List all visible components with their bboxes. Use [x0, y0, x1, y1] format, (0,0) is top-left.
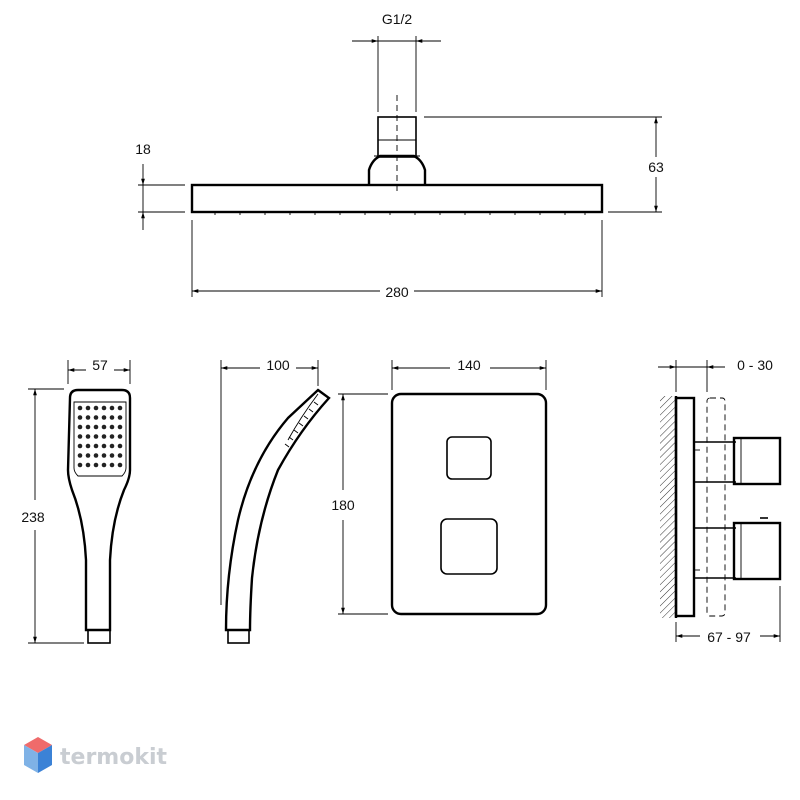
nozzle-dot — [93, 462, 99, 468]
dim-handshower-depth: 100 — [266, 357, 290, 373]
nozzle-dot — [85, 462, 91, 468]
dim-plate-height: 180 — [331, 497, 355, 513]
nozzle-dot — [109, 434, 115, 439]
thermostat-side-view: 0 - 30 67 - 97 — [658, 357, 782, 647]
nozzle-dot — [101, 415, 107, 420]
nozzle-dot — [101, 434, 107, 439]
nozzle-dot — [93, 415, 99, 420]
upper-knob — [446, 436, 492, 480]
dim-head-thickness: 18 — [135, 141, 151, 157]
nozzle-dot — [101, 424, 107, 430]
nozzle-dot — [101, 453, 107, 458]
nozzle-dot — [77, 453, 83, 458]
side-plate — [674, 396, 696, 618]
nozzle-dot — [109, 415, 115, 420]
nozzle-dot — [93, 405, 99, 411]
hand-shower-side-view: 100 — [220, 356, 331, 644]
nozzle-dot — [85, 443, 91, 449]
nozzle-dot — [109, 453, 115, 458]
dim-handshower-length: 238 — [21, 509, 45, 525]
nozzle-dot — [85, 424, 91, 430]
dim-adjust-range: 0 - 30 — [737, 357, 773, 373]
nozzle-dot — [109, 424, 115, 430]
nozzle-dot — [93, 424, 99, 430]
nozzle-dot — [85, 453, 91, 458]
nozzle-dot — [77, 462, 83, 468]
dim-head-width: 280 — [385, 284, 409, 300]
nozzle-dot — [101, 462, 107, 468]
wall-hatching — [660, 396, 675, 618]
hand-shower-front-view: 57 238 — [14, 356, 132, 644]
nozzle-dot — [117, 415, 123, 420]
nozzle-dot — [77, 405, 83, 411]
watermark-brand: termokit — [60, 745, 167, 770]
nozzle-dot — [109, 405, 115, 411]
upper-knob-side — [732, 436, 782, 486]
nozzle-dot — [85, 415, 91, 420]
termokit-watermark: termokit — [24, 737, 167, 773]
nozzle-dot — [117, 462, 123, 468]
nozzle-ticks — [214, 212, 586, 215]
nozzle-dot — [93, 443, 99, 449]
extended-plate-outline — [706, 397, 726, 617]
lower-knob — [440, 518, 498, 575]
nozzle-dot — [117, 405, 123, 411]
handle-body — [66, 388, 132, 632]
nozzle-dot — [101, 405, 107, 411]
dim-installation-depth: 67 - 97 — [707, 629, 751, 645]
nozzle-dot — [117, 443, 123, 449]
nozzle-dot — [117, 453, 123, 458]
dim-plate-width: 140 — [457, 357, 481, 373]
nozzle-dot — [77, 443, 83, 449]
side-nozzles — [284, 401, 319, 448]
overhead-shower-view: G1/2 18 63 280 — [135, 11, 670, 300]
nozzle-dot — [117, 424, 123, 430]
cover-plate — [390, 392, 548, 616]
side-connector — [227, 629, 250, 644]
nozzle-dot — [77, 415, 83, 420]
nozzle-dot — [101, 443, 107, 449]
nozzle-dot — [117, 434, 123, 439]
nozzle-dot — [109, 462, 115, 468]
nozzle-dot — [109, 443, 115, 449]
dim-handshower-width: 57 — [92, 357, 108, 373]
nozzle-grid — [77, 405, 123, 468]
handle-side-body — [224, 388, 331, 632]
dim-inlet-thread: G1/2 — [382, 11, 413, 27]
nozzle-dot — [85, 434, 91, 439]
handle-connector — [87, 629, 111, 644]
nozzle-dot — [85, 405, 91, 411]
nozzle-dot — [93, 453, 99, 458]
thermostat-plate-front-view: 140 180 — [324, 356, 548, 616]
lower-knob-side — [732, 521, 782, 581]
nozzle-dot — [93, 434, 99, 439]
dim-head-height: 63 — [648, 159, 664, 175]
nozzle-dot — [77, 434, 83, 439]
nozzle-dot — [77, 424, 83, 430]
termokit-logo-icon — [24, 737, 52, 773]
